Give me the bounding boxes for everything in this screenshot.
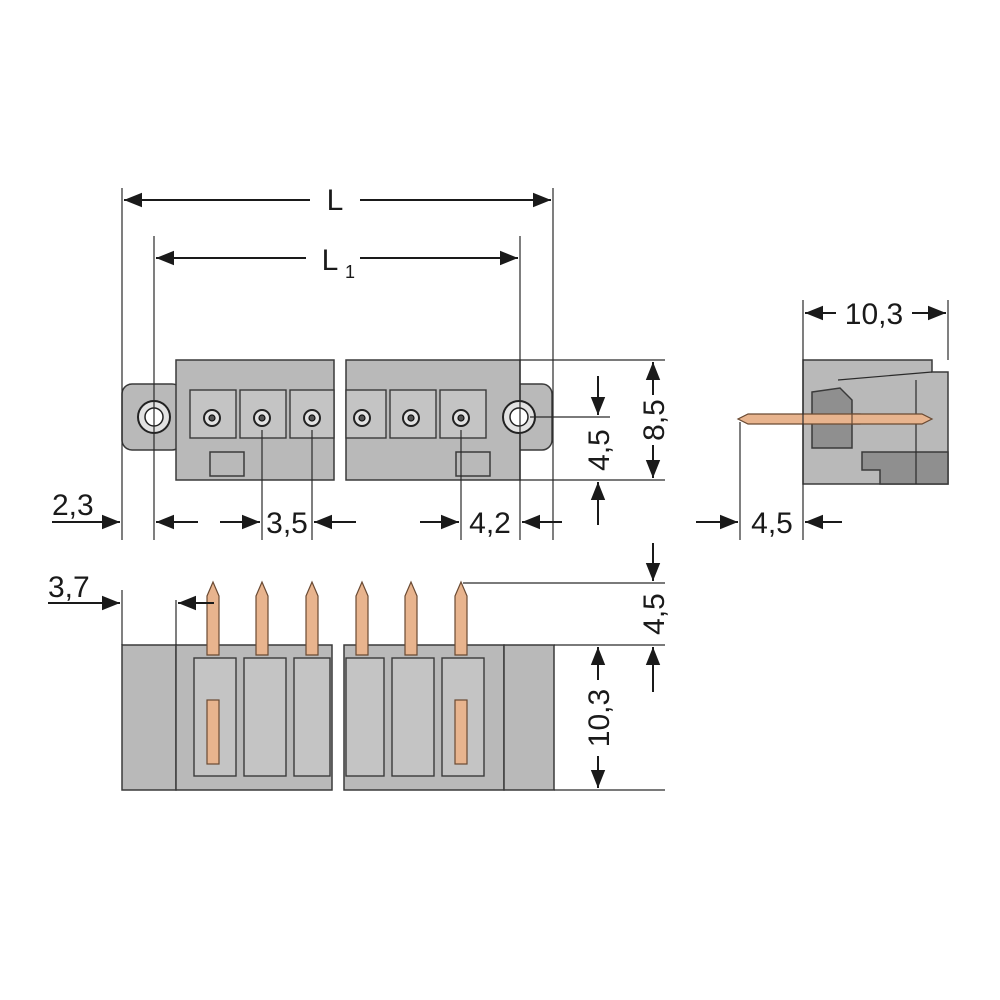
dim-8-5: 8,5 bbox=[638, 362, 671, 478]
bottom-view bbox=[121, 580, 555, 791]
label-3-5: 3,5 bbox=[266, 507, 308, 540]
label-8-5: 8,5 bbox=[638, 399, 671, 441]
label-L: L bbox=[327, 184, 344, 217]
label-4-5-bottom: 4,5 bbox=[638, 593, 671, 635]
side-pin-right bbox=[851, 413, 934, 425]
front-view bbox=[121, 359, 553, 481]
dim-L1: L 1 bbox=[156, 244, 518, 282]
label-4-5-top: 4,5 bbox=[583, 429, 616, 471]
dim-L: L bbox=[124, 184, 551, 217]
dim-10-3-side: 10,3 bbox=[805, 298, 946, 331]
bottom-flange-left bbox=[121, 644, 177, 791]
label-4-2: 4,2 bbox=[469, 507, 511, 540]
front-extension-lines bbox=[121, 188, 665, 540]
dim-4-5-side: 4,5 bbox=[696, 507, 842, 540]
label-2-3: 2,3 bbox=[52, 489, 94, 522]
dim-3-7: 3,7 bbox=[48, 571, 214, 611]
bottom-pins bbox=[206, 580, 468, 765]
label-10-3-side: 10,3 bbox=[845, 298, 903, 331]
dim-4-5-bottom: 4,5 bbox=[638, 543, 671, 692]
label-10-3-bottom: 10,3 bbox=[583, 689, 616, 747]
latch-right bbox=[455, 451, 491, 477]
label-3-7: 3,7 bbox=[48, 571, 90, 604]
bottom-flange-right bbox=[503, 644, 555, 791]
dim-4-2: 4,2 bbox=[420, 507, 562, 540]
label-L1: L bbox=[322, 244, 339, 277]
dim-10-3-bottom: 10,3 bbox=[583, 647, 616, 788]
side-pin-left bbox=[736, 413, 861, 425]
bottom-cells bbox=[193, 657, 485, 777]
side-lower-recess bbox=[861, 451, 949, 485]
terminal-cells bbox=[189, 389, 487, 439]
side-extension-lines bbox=[739, 300, 949, 540]
bottom-extension-lines bbox=[121, 582, 665, 791]
label-4-5-side: 4,5 bbox=[751, 507, 793, 540]
latch-left bbox=[209, 451, 245, 477]
dim-2-3: 2,3 bbox=[52, 489, 198, 530]
dim-4-5-top: 4,5 bbox=[583, 376, 616, 525]
side-view bbox=[736, 359, 949, 485]
dim-3-5: 3,5 bbox=[220, 507, 356, 540]
label-L1-subscript: 1 bbox=[345, 262, 355, 282]
